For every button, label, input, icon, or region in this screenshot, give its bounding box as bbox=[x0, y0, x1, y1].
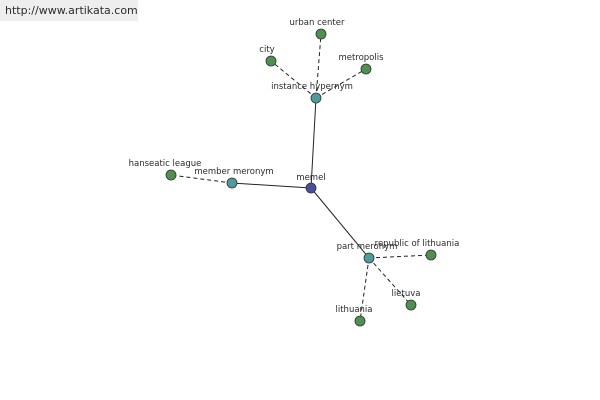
labels-layer: memel instance hypernym member meronym part… bbox=[129, 18, 460, 315]
edge-part-meronym-to-republic-of-lithuania bbox=[368, 254, 432, 259]
node-metropolis[interactable] bbox=[360, 63, 372, 75]
node-label-instance-hypernym: instance hypernym bbox=[271, 82, 353, 92]
node-part-meronym[interactable] bbox=[363, 252, 375, 264]
watermark-url: http://www.artikata.com bbox=[0, 0, 138, 21]
nodes-layer bbox=[165, 28, 437, 327]
node-label-part-meronym: part meronym bbox=[337, 242, 398, 252]
node-republic-of-lithuania[interactable] bbox=[425, 249, 437, 261]
edge-part-meronym-to-lietuva bbox=[368, 257, 412, 306]
node-label-republic-of-lithuania: republic of lithuania bbox=[375, 239, 460, 249]
node-member-meronym[interactable] bbox=[226, 177, 238, 189]
node-memel[interactable] bbox=[305, 182, 317, 194]
node-urban-center[interactable] bbox=[315, 28, 327, 40]
edge-part-meronym-to-lithuania bbox=[359, 257, 370, 322]
edge-member-meronym-to-hanseatic-league bbox=[170, 174, 233, 184]
edge-instance-hypernym-to-urban-center bbox=[315, 33, 322, 99]
edge-memel-to-instance-hypernym bbox=[310, 97, 317, 189]
node-instance-hypernym[interactable] bbox=[310, 92, 322, 104]
node-label-lietuva: lietuva bbox=[392, 289, 421, 299]
edge-instance-hypernym-to-metropolis bbox=[315, 68, 367, 99]
node-hanseatic-league[interactable] bbox=[165, 169, 177, 181]
node-label-city: city bbox=[259, 45, 274, 55]
node-lithuania[interactable] bbox=[354, 315, 366, 327]
node-label-lithuania: lithuania bbox=[336, 305, 373, 315]
node-label-member-meronym: member meronym bbox=[194, 167, 273, 177]
edge-memel-to-member-meronym bbox=[231, 182, 312, 189]
node-label-memel: memel bbox=[296, 173, 325, 183]
node-lietuva[interactable] bbox=[405, 299, 417, 311]
node-city[interactable] bbox=[265, 55, 277, 67]
node-label-urban-center: urban center bbox=[290, 18, 345, 28]
edge-memel-to-part-meronym bbox=[310, 187, 370, 259]
node-label-metropolis: metropolis bbox=[338, 53, 384, 63]
node-label-hanseatic-league: hanseatic league bbox=[129, 159, 202, 169]
edge-instance-hypernym-to-city bbox=[270, 60, 317, 99]
edges-layer bbox=[170, 33, 432, 322]
